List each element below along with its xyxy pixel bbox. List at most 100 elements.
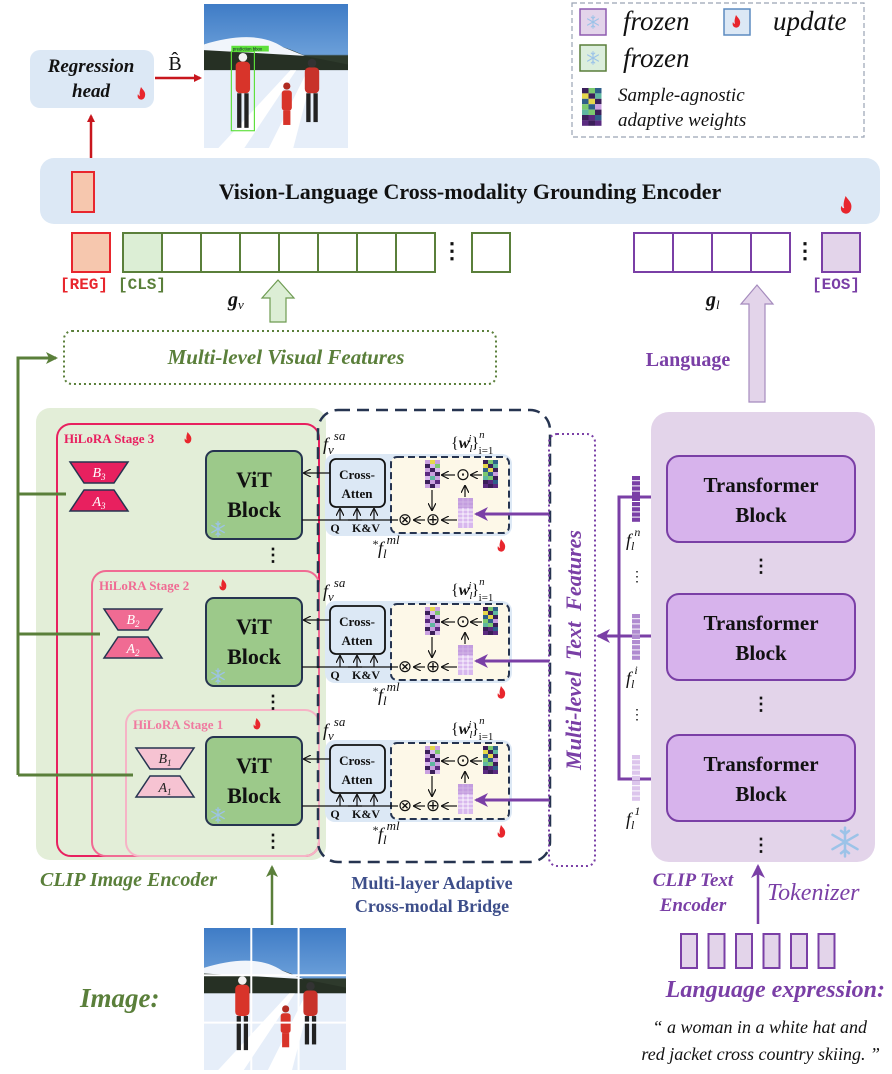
- eos-token-label: [EOS]: [812, 276, 860, 294]
- vit-block: [205, 450, 303, 540]
- f-v-sa-label: fvsa: [323, 575, 346, 604]
- vit-ellipsis: ⋮: [264, 692, 282, 712]
- legend-weights-label-line2: adaptive weights: [618, 110, 746, 131]
- text-feature-cell: [632, 791, 640, 796]
- transformer-ellipsis: ⋮: [752, 835, 770, 855]
- input-token: [680, 933, 698, 969]
- fused-weights-grid: [425, 460, 440, 488]
- visual-feature-connectors: [16, 352, 133, 777]
- legend-frozen-green-label: frozen: [623, 43, 690, 73]
- visual-token: [278, 232, 319, 273]
- visual-token-row: ⋮ [REG] [CLS]: [60, 232, 511, 294]
- flame-icon: [497, 539, 506, 552]
- prediction-bbox-label: prediction bbox: [233, 47, 263, 52]
- visual-tokens: [122, 232, 436, 273]
- reg-token-in-encoder: [71, 171, 95, 213]
- cross-attention-block: [329, 458, 386, 508]
- transformer-block-label-line1: Transformer: [703, 752, 818, 776]
- multiply-operator: ⊗: [398, 796, 412, 815]
- visual-token: [161, 232, 202, 273]
- key-value-label: K&V: [352, 668, 380, 682]
- regression-head: Regression head: [30, 50, 154, 108]
- transformer-blocks: TransformerBlock⋮fln⋮TransformerBlock⋮fl…: [626, 455, 856, 855]
- legend-update-label: update: [773, 6, 847, 36]
- input-token: [817, 933, 836, 969]
- lora-a-label: A3: [91, 495, 106, 511]
- f-l-ml-label: *flml: [372, 532, 400, 561]
- text-feature-cell: [632, 629, 640, 634]
- flame-icon: [497, 825, 506, 838]
- add-operator: ⊕: [426, 510, 440, 529]
- input-token: [735, 933, 753, 969]
- text-token-ellipsis: ⋮: [794, 238, 816, 263]
- cross-attention-block: [329, 605, 386, 655]
- text-token: [711, 232, 752, 273]
- multiply-operator: ⊗: [398, 657, 412, 676]
- text-feature-cell: [632, 770, 640, 775]
- input-tokens: [680, 933, 836, 969]
- text-feature-cell: [632, 486, 640, 491]
- text-features-label: Multi-level Text Features: [561, 530, 586, 771]
- adaptive-weights-grid: [483, 460, 498, 488]
- cross-atten-label-line1: Cross-: [339, 614, 375, 629]
- text-feature-cell: [632, 775, 640, 780]
- f-l-ml-label: *flml: [372, 679, 400, 708]
- text-feature-bracket: [617, 495, 667, 781]
- hilora-stage-label: HiLoRA Stage 2: [99, 578, 189, 593]
- flame-icon: [497, 686, 506, 699]
- lora-b-label: B2: [126, 613, 140, 629]
- feature-ellipsis: ⋮: [630, 570, 644, 585]
- text-feature-cell: [632, 760, 640, 765]
- vit-block-label-line2: Block: [227, 497, 282, 522]
- text-feature-label: fli: [626, 663, 638, 691]
- cross-atten-label-line1: Cross-: [339, 467, 375, 482]
- transformer-block: [666, 593, 856, 681]
- text-feature-grid: [457, 644, 474, 676]
- transformer-block: [666, 734, 856, 822]
- cross-attention-block: [329, 744, 386, 794]
- query-label: Q: [330, 521, 339, 535]
- lora-b-matrix: [134, 747, 196, 770]
- grounding-encoder: Vision-Language Cross-modality Grounding…: [40, 158, 880, 224]
- vit-block-label-line1: ViT: [236, 753, 272, 778]
- language-label: Language: [646, 349, 731, 371]
- vit-block: [205, 736, 303, 826]
- key-value-label: K&V: [352, 807, 380, 821]
- hadamard-operator: ⊙: [456, 612, 470, 631]
- text-feature-grid: [457, 783, 474, 815]
- text-feature-label: fln: [626, 525, 640, 553]
- visual-features-label: Multi-level Visual Features: [167, 345, 405, 369]
- text-feature-cell: [632, 755, 640, 760]
- transformer-block-label-line2: Block: [735, 641, 787, 665]
- transformer-block: [666, 455, 856, 543]
- fused-weights-grid: [425, 607, 440, 635]
- transformer-block-label-line2: Block: [735, 782, 787, 806]
- cross-atten-label-line2: Atten: [341, 486, 373, 501]
- text-feature-grid: [457, 497, 474, 529]
- reg-token: [71, 232, 111, 273]
- feature-ellipsis: ⋮: [630, 708, 644, 723]
- text-feature-label: fl1: [626, 804, 640, 832]
- output-image: prediction bbox: [204, 4, 348, 148]
- input-token: [707, 933, 726, 969]
- visual-feature-collect-arrow: [16, 352, 58, 775]
- text-features-box: [548, 433, 596, 867]
- legend-frozen-purple-label: frozen: [623, 6, 690, 36]
- regression-head-label-line2: head: [72, 81, 111, 102]
- text-feature-cell: [632, 796, 640, 801]
- transformer-block-label-line1: Transformer: [703, 611, 818, 635]
- hilora-stage-label: HiLoRA Stage 3: [64, 431, 155, 446]
- text-feature-cell: [632, 640, 640, 645]
- lora-a-label: A2: [125, 642, 140, 658]
